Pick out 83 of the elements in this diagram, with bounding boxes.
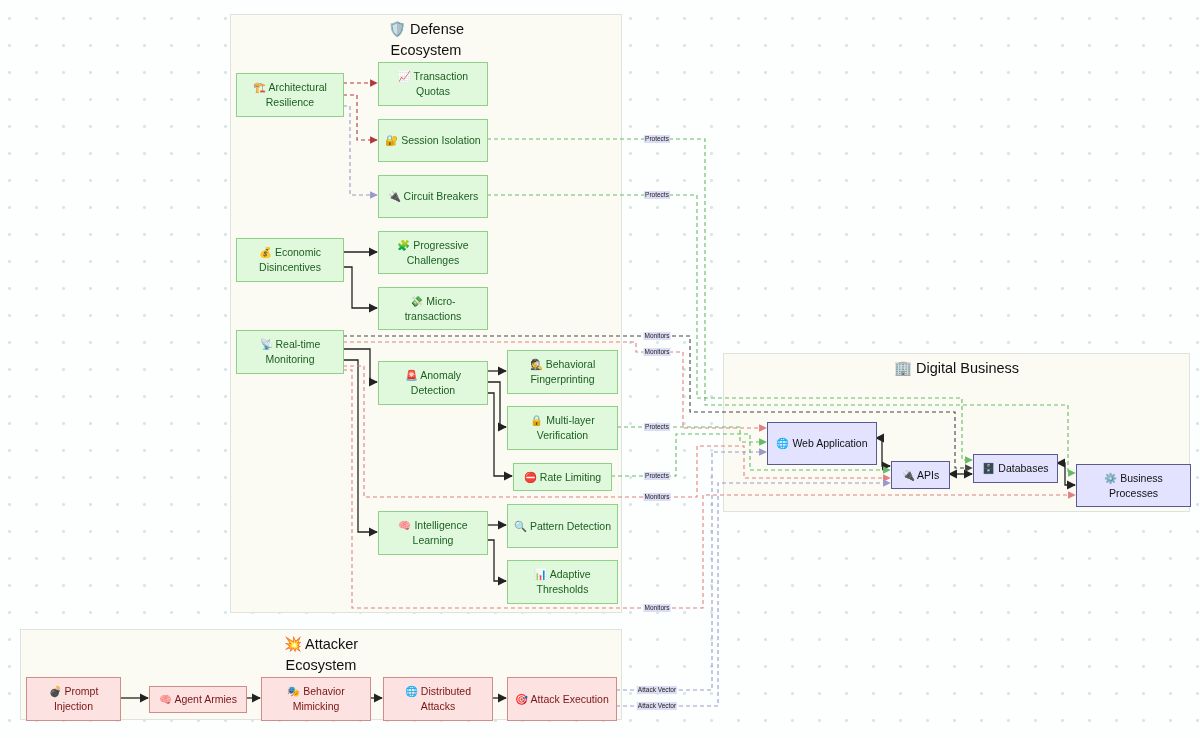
- arrow: [342, 94, 378, 144]
- arrow: [616, 426, 767, 446]
- process-box: [973, 454, 1058, 483]
- process-box: [236, 238, 344, 282]
- process-box: [507, 560, 618, 604]
- node-label: 🔌 Circuit Breakers: [387, 189, 479, 204]
- process-box: [383, 677, 493, 721]
- arrow: [486, 392, 513, 481]
- node-label: 🗄 Databases: [982, 461, 1049, 476]
- node-label: 📊 Adaptive Thresholds: [533, 567, 592, 597]
- group-title: 🏢 Digital Business: [892, 359, 1021, 378]
- process-box: [891, 461, 950, 489]
- arrow: [119, 693, 149, 703]
- arrow: [342, 247, 378, 257]
- node-label: 📈 Transaction Quotas: [396, 69, 470, 99]
- process-box: [507, 504, 618, 548]
- arrow: [486, 381, 507, 432]
- arrow: [342, 335, 973, 472]
- node-label: 🌐 Distributed Attacks: [403, 684, 473, 714]
- process-box: [507, 406, 618, 450]
- arrow: [342, 79, 378, 87]
- arrow: [342, 341, 767, 432]
- group-title: 🛡 Defense Ecosystem: [386, 20, 465, 60]
- node-label: ⚙ Business Processes: [1103, 470, 1164, 501]
- node-label: 🧠 Intelligence Learning: [397, 518, 469, 548]
- node-label: 🔌 APIs: [901, 467, 940, 483]
- arrow: [875, 433, 891, 471]
- node-label: 🔐 Session Isolation: [385, 133, 481, 148]
- process-box: [236, 73, 344, 117]
- group-panel: [20, 629, 622, 720]
- arrow: [491, 693, 507, 703]
- group-panel: [723, 353, 1190, 512]
- process-box: [378, 511, 488, 555]
- process-box: [378, 62, 488, 106]
- process-box: [1076, 464, 1191, 507]
- node-label: 🏗 Architectural Resilience: [252, 80, 328, 110]
- node-label: 🌐 Web Application: [776, 436, 868, 451]
- arrow: [369, 693, 383, 703]
- process-box: [378, 361, 488, 405]
- node-label: 🎭 Behavior Mimicking: [286, 684, 346, 714]
- arrow: [486, 194, 973, 464]
- process-box: [378, 287, 488, 330]
- arrow: [342, 359, 378, 537]
- node-label: 💣 Prompt Injection: [47, 684, 100, 714]
- node-label: 🧩 Progressive Challenges: [396, 237, 470, 268]
- process-box: [261, 677, 371, 721]
- node-label: 💸 Micro-transactions: [403, 293, 463, 324]
- process-box: [378, 231, 488, 274]
- node-label: 🧠 Agent Armies: [159, 692, 237, 707]
- node-label: 🚨 Anomaly Detection: [403, 368, 463, 398]
- process-box: [507, 350, 618, 394]
- process-box: [378, 175, 488, 218]
- arrow: [342, 365, 891, 498]
- process-box: [767, 422, 877, 465]
- node-label: 🔒 Multi-layer Verification: [529, 413, 596, 443]
- node-label: 💰 Economic Disincentives: [258, 245, 322, 275]
- arrow: [342, 266, 378, 313]
- arrow: [948, 469, 973, 479]
- arrow: [342, 369, 1076, 609]
- arrow: [486, 366, 507, 376]
- process-box: [26, 677, 121, 721]
- process-box: [149, 686, 247, 713]
- arrow: [1056, 458, 1076, 490]
- node-label: ⛔ Rate Limiting: [523, 469, 602, 485]
- group-panel: [230, 14, 622, 613]
- process-box: [236, 330, 344, 374]
- process-box: [507, 677, 617, 721]
- arrow: [245, 693, 261, 703]
- arrow: [615, 448, 767, 691]
- arrow: [486, 138, 1076, 477]
- arrow: [342, 105, 378, 199]
- node-label: 🔍 Pattern Detection: [513, 518, 611, 534]
- arrow: [342, 348, 378, 387]
- arrow: [615, 479, 891, 707]
- node-label: 🕵 Behavioral Fingerprinting: [528, 357, 597, 387]
- node-label: 📡 Real-time Monitoring: [258, 337, 322, 367]
- group-title: 💥 Attacker Ecosystem: [282, 635, 360, 675]
- arrow: [486, 539, 507, 586]
- node-label: 🎯 Attack Execution: [515, 691, 609, 707]
- arrow: [486, 520, 507, 530]
- arrow: [610, 433, 891, 477]
- process-box: [513, 463, 612, 491]
- process-box: [378, 119, 488, 162]
